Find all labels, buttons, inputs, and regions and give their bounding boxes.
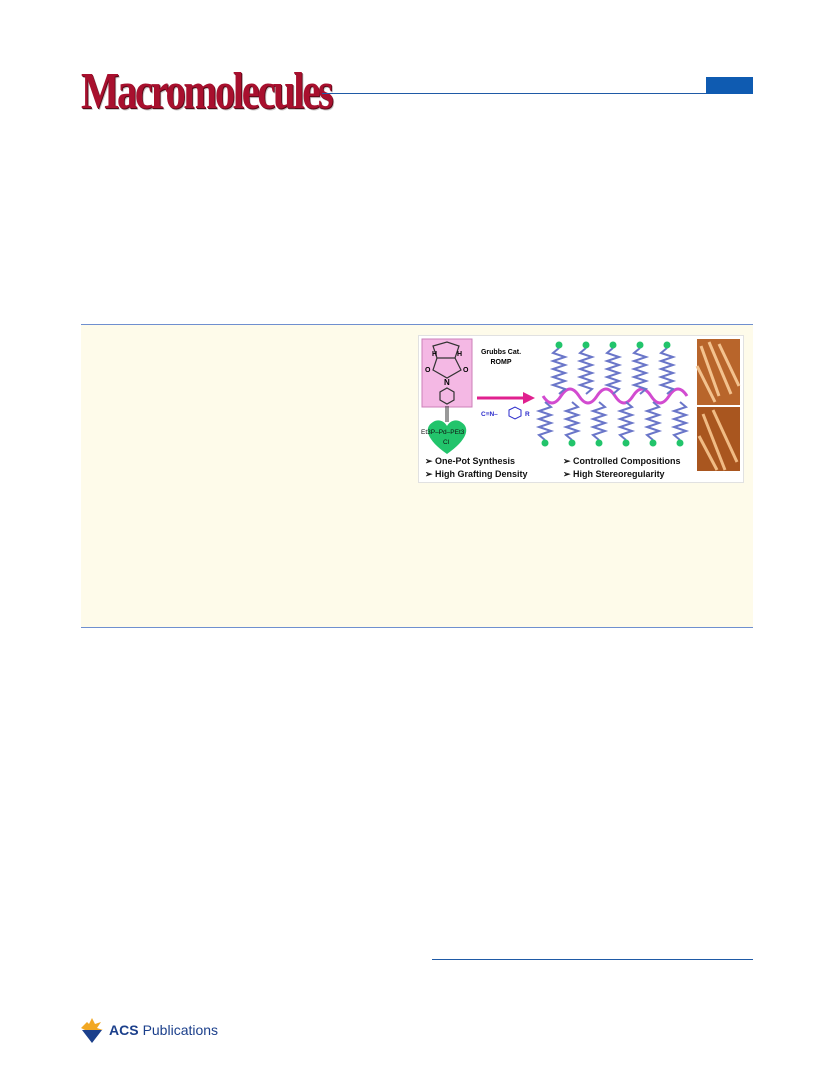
o-label-left: O [425,367,431,374]
helix-bottom-5 [643,401,663,441]
afm-fibers-bottom [697,409,739,471]
heart-top-5 [663,341,671,349]
reagent-phenyl [508,406,522,420]
bullet-stereoregularity: ➢ High Stereoregularity [563,469,665,479]
footnote-rule [432,959,753,960]
heart-bottom-5 [649,439,657,447]
chloride-label: Cl [443,439,450,446]
imide-ring [432,357,462,379]
helix-top-3 [603,347,623,395]
heart-bottom-6 [676,439,684,447]
acs-crest-shield [82,1030,102,1043]
toc-graphic: H H O O N Et3P–Pd–PEt3 Cl Grubbs Cat. RO… [418,335,744,483]
pd-heart [427,420,467,454]
toc-graphic-svg: H H O O N Et3P–Pd–PEt3 Cl Grubbs Cat. RO… [421,338,741,479]
h-label-right: H [457,351,462,358]
heart-bottom-4 [622,439,630,447]
acs-wordmark: ACS [109,1022,139,1038]
acs-publications-logo: ACS Publications [79,1016,218,1044]
helix-group [535,347,690,441]
heart-top-1 [555,341,563,349]
acs-crest-flame [81,1018,103,1030]
metal-label: Et3P–Pd–PEt3 [421,429,465,436]
afm-fibers-top [695,341,741,403]
heart-top-3 [609,341,617,349]
helix-bottom-3 [589,401,609,441]
h-label-left: H [432,351,437,358]
n-label: N [444,378,450,387]
phenyl-ring [439,387,455,405]
heart-top-4 [636,341,644,349]
monomer-box [421,338,473,408]
reagent-r-label: R [525,411,530,418]
norbornene-ring [432,341,460,359]
bullet-one-pot: ➢ One-Pot Synthesis [425,456,515,466]
reaction-arrow-head [523,392,535,404]
end-group-hearts [541,341,684,447]
heart-bottom-3 [595,439,603,447]
arrow-catalyst-label: Grubbs Cat. [481,349,521,356]
bullet-controlled-compositions: ➢ Controlled Compositions [563,456,681,466]
helix-top-1 [549,347,569,395]
helix-top-4 [630,347,650,395]
helix-bottom-4 [616,401,636,441]
helix-bottom-2 [562,401,582,441]
masthead-block [706,77,753,94]
publications-wordmark: Publications [142,1022,219,1038]
heart-bottom-2 [568,439,576,447]
polymer-backbone [541,387,689,405]
arrow-romp-label: ROMP [491,359,512,366]
reagent-label: C≡N– [481,411,498,418]
heart-top-2 [582,341,590,349]
acs-crest-icon [81,1018,103,1043]
masthead-rule [322,93,706,94]
heart-bottom-1 [541,439,549,447]
helix-top-5 [657,347,677,395]
helix-top-2 [576,347,596,395]
journal-title: Macromolecules [81,63,334,120]
helix-bottom-6 [670,401,690,441]
o-label-right: O [463,367,469,374]
bullet-grafting-density: ➢ High Grafting Density [425,469,528,479]
helix-bottom-1 [535,401,555,441]
